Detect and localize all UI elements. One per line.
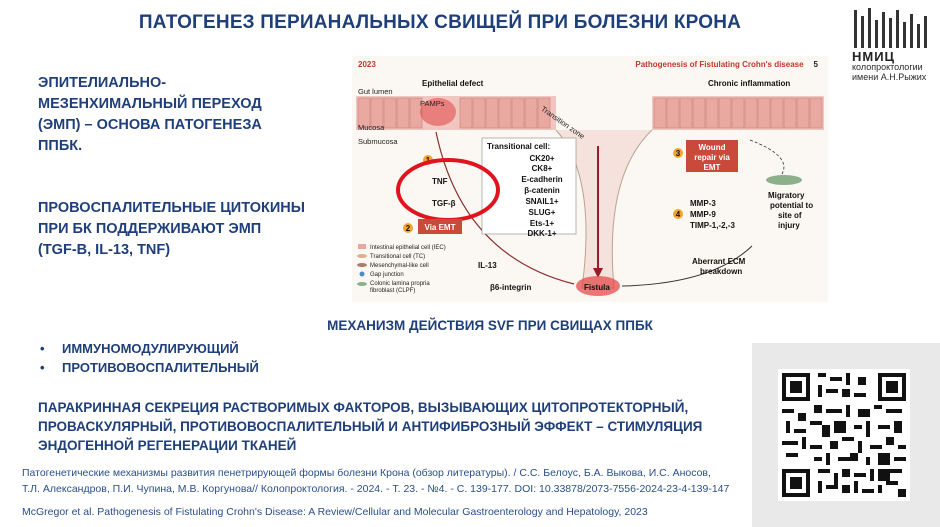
mmp3-label: MMP-3 <box>690 199 716 208</box>
bullet-item: • ПРОТИВОВОСПАЛИТЕЛЬНЫЙ <box>40 360 259 375</box>
logo-line-1: НМИЦ <box>852 49 896 64</box>
figure-header: Pathogenesis of Fistulating Crohn's dise… <box>635 60 818 69</box>
cytokine-statement: ПРОВОСПАЛИТЕЛЬНЫЕ ЦИТОКИНЫ ПРИ БК ПОДДЕР… <box>38 198 338 261</box>
pathogenesis-diagram: Gut lumen Mucosa Submucosa Epithelial de… <box>356 79 824 296</box>
reference-russian: Патогенетические механизмы развития пене… <box>22 465 762 497</box>
reference-mcgregor: McGregor et al. Pathogenesis of Fistulat… <box>22 506 648 518</box>
figure-legend: Intestinal epithelial cell (IEC) Transit… <box>357 244 446 294</box>
aberrant-ecm-line-1: Aberrant ECM <box>692 257 746 266</box>
epithelial-cells-right <box>653 97 823 129</box>
wound-repair-line-3: EMT <box>704 163 721 172</box>
legend-iec: Intestinal epithelial cell (IEC) <box>370 245 446 251</box>
legend-mesenchymal: Mesenchymal-like cell <box>370 263 429 269</box>
fibroblast-cell <box>766 175 802 185</box>
transitional-title: Transitional cell: <box>487 142 550 151</box>
migratory-line-4: injury <box>778 221 800 230</box>
cytokine-line: ПРОВОСПАЛИТЕЛЬНЫЕ ЦИТОКИНЫ <box>38 200 305 216</box>
emt-line: ЭПИТЕЛИАЛЬНО- <box>38 75 167 91</box>
marker-e-cadherin: E-cadherin <box>521 175 562 184</box>
bullet-item: • ИММУНОМОДУЛИРУЮЩИЙ <box>40 341 239 356</box>
il13-label: IL-13 <box>478 261 497 270</box>
qr-code-icon[interactable] <box>778 369 910 501</box>
mechanism-title: МЕХАНИЗМ ДЕЙСТВИЯ SVF ПРИ СВИЩАХ ППБК <box>327 318 653 333</box>
bullet-text: ИММУНОМОДУЛИРУЮЩИЙ <box>62 341 239 356</box>
bullet-marker: • <box>40 360 45 375</box>
marker-ets1: Ets-1+ <box>530 219 555 228</box>
marker-b-catenin: β-catenin <box>524 186 560 195</box>
marker-ck20: CK20+ <box>529 154 554 163</box>
migratory-line-2: potential to <box>770 201 813 210</box>
qr-panel <box>752 343 940 527</box>
logo-bars-icon <box>854 8 927 48</box>
step-2-badge <box>403 223 413 233</box>
step-4-number: 4 <box>676 210 681 219</box>
paracrine-paragraph: ПАРАКРИННАЯ СЕКРЕЦИЯ РАСТВОРИМЫХ ФАКТОРО… <box>38 398 738 455</box>
paragraph-line: ПАРАКРИННАЯ СЕКРЕЦИЯ РАСТВОРИМЫХ ФАКТОРО… <box>38 400 689 415</box>
tnf-label: TNF <box>432 177 448 186</box>
ecm-arrow <box>621 245 753 287</box>
fistula-label: Fistula <box>584 283 610 292</box>
step-3-number: 3 <box>676 149 681 158</box>
migratory-arrow <box>749 139 785 175</box>
emt-statement: ЭПИТЕЛИАЛЬНО- МЕЗЕНХИМАЛЬНЫЙ ПЕРЕХОД (ЭМ… <box>38 73 338 157</box>
chronic-inflammation-label: Chronic inflammation <box>708 79 790 88</box>
bullet-marker: • <box>40 341 45 356</box>
logo-line-3: имени А.Н.Рыжих <box>852 72 927 82</box>
slide-title: ПАТОГЕНЕЗ ПЕРИАНАЛЬНЫХ СВИЩЕЙ ПРИ БОЛЕЗН… <box>138 12 742 33</box>
submucosa-label: Submucosa <box>358 137 398 146</box>
migratory-line-1: Migratory <box>768 191 805 200</box>
nmic-logo: НМИЦ колопроктологии имени А.Н.Рыжих <box>852 6 932 92</box>
wound-repair-line-1: Wound <box>699 143 726 152</box>
fistula-glow <box>576 276 620 296</box>
epithelial-defect-label: Epithelial defect <box>422 79 484 88</box>
wound-repair-line-2: repair via <box>694 153 730 162</box>
cytokine-line: ПРИ БК ПОДДЕРЖИВАЮТ ЭМП <box>38 221 262 237</box>
pamps-label: PAMPs <box>420 99 445 108</box>
step-2-number: 2 <box>406 224 411 233</box>
bullet-text: ПРОТИВОВОСПАЛИТЕЛЬНЫЙ <box>62 360 259 375</box>
b6-integrin-label: β6-integrin <box>490 283 531 292</box>
tgf-label: TGF-β <box>432 199 456 208</box>
step-3-badge <box>673 148 683 158</box>
epithelial-defect-glow <box>420 98 456 126</box>
via-emt-box <box>418 219 462 234</box>
timp-label: TIMP-1,-2,-3 <box>690 221 735 230</box>
figure-header-title: Pathogenesis of Fistulating Crohn's dise… <box>635 60 804 69</box>
emt-line: МЕЗЕНХИМАЛЬНЫЙ ПЕРЕХОД <box>38 96 262 112</box>
emt-line: ППБК. <box>38 138 83 154</box>
reference-line: Т.Л. Александров, П.И. Чупина, М.В. Корг… <box>22 483 730 495</box>
emt-line: (ЭМП) – ОСНОВА ПАТОГЕНЕЗА <box>38 117 262 133</box>
marker-ck8: CK8+ <box>532 164 553 173</box>
aberrant-ecm-line-2: breakdown <box>700 267 742 276</box>
wound-repair-box <box>686 140 738 172</box>
marker-dkk1: DKK-1+ <box>527 229 556 238</box>
figure-year: 2023 <box>358 60 376 69</box>
paragraph-line: ПРОВАСКУЛЯРНЫЙ, ПРОТИВОВОСПАЛИТЕЛЬНЫЙ И … <box>38 419 703 434</box>
marker-snail1: SNAIL1+ <box>525 197 558 206</box>
paragraph-line: ЭНДОГЕННОЙ РЕГЕНЕРАЦИИ ТКАНЕЙ <box>38 438 297 453</box>
step-4-badge <box>673 209 683 219</box>
pathogenesis-figure: 2023 Pathogenesis of Fistulating Crohn's… <box>352 56 828 302</box>
mucosa-label: Mucosa <box>358 123 385 132</box>
via-emt-label: Via EMT <box>425 223 456 232</box>
cytokine-line: (TGF-B, IL-13, TNF) <box>38 242 171 258</box>
marker-slug: SLUG+ <box>529 208 556 217</box>
fistula-arrowhead <box>593 268 603 278</box>
mmp9-label: MMP-9 <box>690 210 716 219</box>
gut-lumen-label: Gut lumen <box>358 87 393 96</box>
legend-clpf-2: fibroblast (CLPF) <box>370 288 415 294</box>
epithelial-cells-left <box>357 97 551 129</box>
migratory-line-3: site of <box>778 211 802 220</box>
logo-line-2: колопроктологии <box>852 62 923 72</box>
figure-page-number: 5 <box>813 60 818 69</box>
legend-clpf-1: Colonic lamina propria <box>370 281 430 287</box>
legend-tc: Transitional cell (TC) <box>370 254 425 260</box>
reference-line: Патогенетические механизмы развития пене… <box>22 467 711 479</box>
legend-gap-junction: Gap junction <box>370 272 404 278</box>
